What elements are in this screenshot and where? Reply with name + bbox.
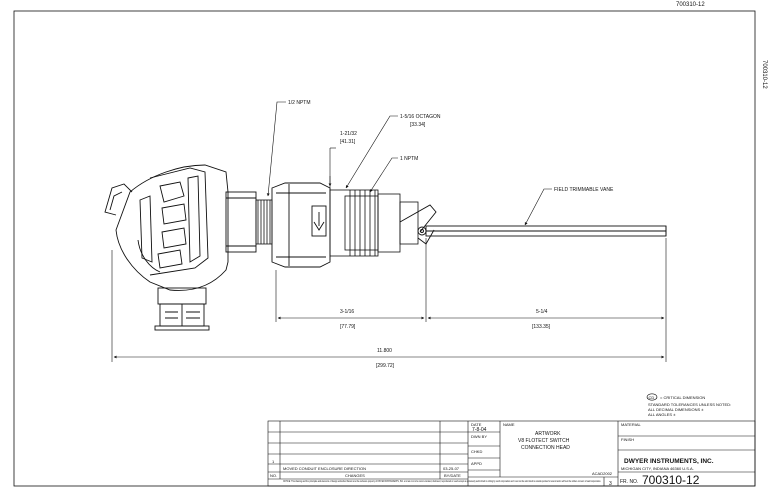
appd-label: APPD (471, 461, 482, 466)
finish-label: FINISH (621, 437, 634, 442)
fr-no-value: 700310-12 (642, 473, 700, 487)
octagon-mm-callout: [33.34] (410, 122, 426, 128)
dim-right-inch: 5-1/4 (536, 309, 548, 315)
connection-head (104, 164, 257, 331)
dim-right-mm: [133.35] (532, 324, 551, 330)
field-trimmable-vane (399, 204, 667, 245)
company-address: MICHIGAN CITY, INDIANA 46360 U.S.A. (621, 466, 694, 471)
octagon-callout: 1-5/16 OCTAGON (400, 114, 441, 120)
name-line-3: CONNECTION HEAD (521, 445, 570, 451)
notice-line: NOTICE: This drawing and the principles … (283, 479, 601, 483)
revision-change: MOVED CONDUIT ENCLOSURE DIRECTION (283, 466, 366, 471)
octagon-body (271, 182, 331, 268)
dim-left-inch: 3-1/16 (340, 309, 354, 315)
date-label: DATE (471, 422, 482, 427)
width-inch-callout: 1-21/32 (340, 131, 357, 137)
name-label: NAME (503, 422, 515, 427)
tolerance-line-1: STANDARD TOLERANCES UNLESS NOTED: (648, 402, 731, 407)
dim-left-mm: [77.79] (340, 324, 356, 330)
npt-half-callout: 1/2 NPTM (288, 100, 311, 106)
sheet-number: 3 (609, 481, 612, 487)
vane-callout: FIELD TRIMMABLE VANE (554, 187, 614, 193)
critical-text: = CRITICAL DIMENSION (660, 395, 705, 400)
one-npt-thread (329, 189, 419, 257)
notice-text: NOTICE: This drawing and the principles … (283, 479, 601, 483)
no-label: NO. (270, 473, 277, 478)
tolerance-line-3: ALL ANGLES ± (648, 412, 676, 417)
drawing-border (13, 10, 756, 487)
dim-total-mm: [299.72] (376, 363, 395, 369)
company-name: DWYER INSTRUMENTS, INC. (624, 458, 714, 465)
acad-label: ACAD2002 (592, 471, 613, 476)
fr-no-label: FR. NO. (620, 479, 638, 485)
critical-symbol: CD (649, 395, 655, 400)
dwn-label: DWN BY (471, 434, 487, 439)
chkd-label: CHKD (471, 449, 482, 454)
side-drawing-number: 700310-12 (761, 60, 767, 89)
name-line-2: V8 FLOTECT SWITCH (518, 438, 570, 444)
changes-label: CHANGES (345, 473, 365, 478)
critical-dimension-note: CD = CRITICAL DIMENSION (646, 393, 705, 401)
material-label: MATERIAL (621, 422, 641, 427)
title-block (267, 420, 756, 487)
date-value: 7-8-04 (472, 427, 487, 433)
revision-date: 03-25-07 (443, 466, 460, 471)
npt-one-callout: 1 NPTM (400, 156, 418, 162)
width-mm-callout: [41.31] (340, 139, 356, 145)
dim-total-inch: 11.800 (377, 348, 392, 354)
top-drawing-number: 700310-12 (676, 2, 705, 8)
half-npt-thread (255, 199, 273, 245)
name-line-1: ARTWORK (535, 431, 561, 437)
bydate-label: BY/DATE (444, 473, 461, 478)
revision-number: 1 (272, 459, 275, 464)
tolerance-line-2: ALL DECIMAL DIMENSIONS ± (648, 407, 704, 412)
